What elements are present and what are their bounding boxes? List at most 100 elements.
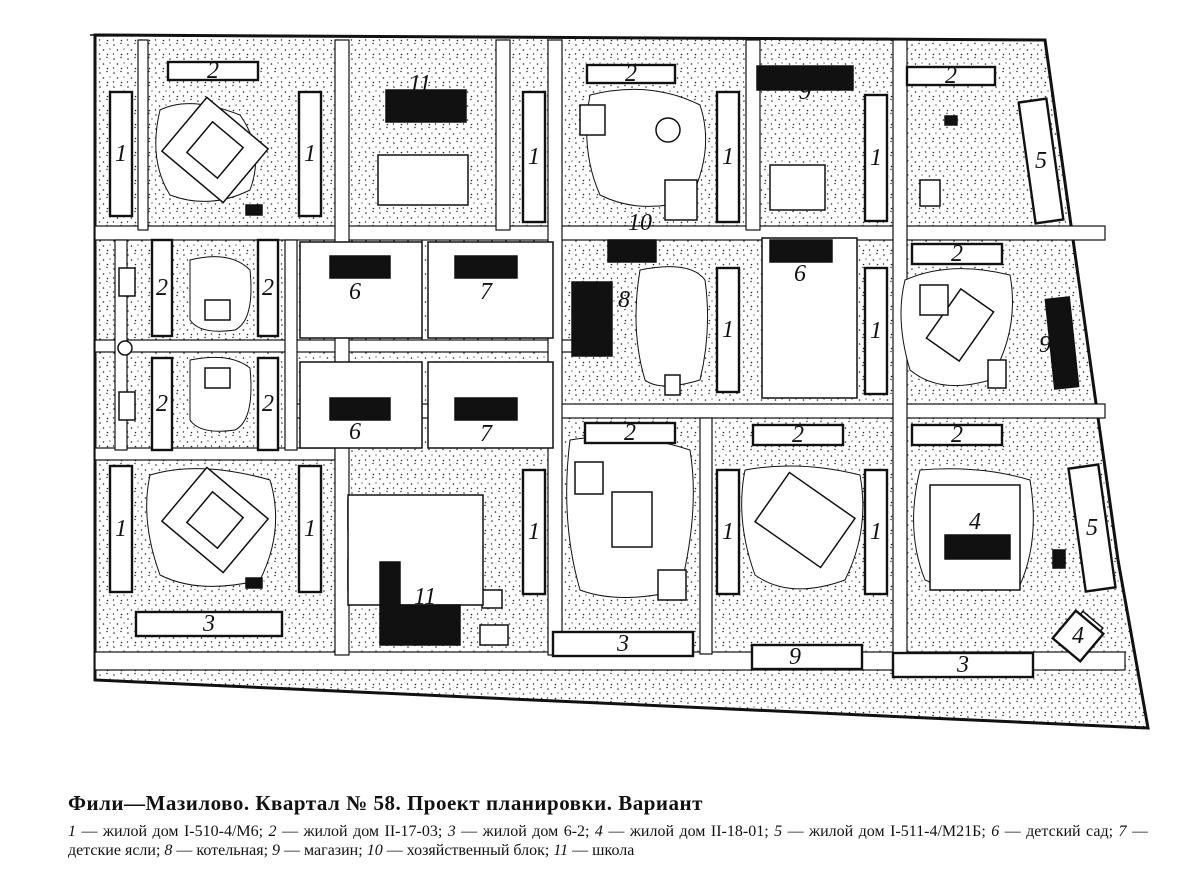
label-4: 4 [969, 509, 981, 535]
label-6: 6 [794, 261, 806, 287]
building-3b [551, 630, 695, 658]
building-1l [863, 468, 889, 596]
caption-legend: 1 — жилой дом I-510-4/М6; 2 — жилой дом … [68, 822, 1148, 860]
building-4a [944, 534, 1011, 560]
building-5b [1067, 463, 1117, 593]
label-2: 2 [207, 58, 219, 84]
legend-number: 6 [991, 823, 1000, 840]
legend-number: 2 [268, 823, 277, 840]
legend-entry: 1 — жилой дом I-510-4/М6; [68, 823, 269, 840]
label-2: 2 [951, 422, 963, 448]
label-6: 6 [349, 419, 361, 445]
label-7: 7 [480, 421, 493, 447]
legend-number: 3 [447, 823, 456, 840]
legend-text: — хозяйственный блок; [382, 842, 554, 859]
label-1: 1 [115, 516, 127, 542]
label-1: 1 [722, 519, 734, 545]
building-9a [756, 65, 854, 91]
label-3: 3 [616, 631, 629, 657]
legend-text: — жилой дом 6-2; [455, 823, 595, 840]
label-9: 9 [799, 79, 811, 105]
building-2k [910, 423, 1004, 447]
label-2: 2 [156, 391, 168, 417]
label-8: 8 [618, 287, 630, 313]
building-2f [150, 356, 174, 452]
site-plan-drawing: 1 1 1 1 1 1 1 1 1 1 1 1 2 2 2 2 2 2 2 2 … [89, 33, 1150, 730]
building-6c [329, 397, 391, 421]
label-9: 9 [1039, 332, 1051, 358]
building-2d [150, 238, 174, 338]
label-1: 1 [528, 519, 540, 545]
legend-entry: 8 — котельная; [164, 842, 272, 859]
label-10: 10 [628, 210, 652, 236]
label-2: 2 [945, 63, 957, 89]
site-plan: 1 1 1 1 1 1 1 1 1 1 1 1 2 2 2 2 2 2 2 2 … [89, 33, 1150, 730]
label-1: 1 [722, 144, 734, 170]
label-3: 3 [202, 611, 215, 637]
legend-entry: 9 — магазин; [272, 842, 367, 859]
building-1g [863, 266, 889, 396]
label-2: 2 [792, 422, 804, 448]
label-3: 3 [956, 652, 969, 678]
label-6: 6 [349, 279, 361, 305]
building-2b [585, 63, 677, 85]
legend-entry: 2 — жилой дом II-17-03; [269, 823, 448, 840]
label-1: 1 [528, 144, 540, 170]
building-7a [454, 255, 518, 279]
label-2: 2 [262, 275, 274, 301]
building-1c [521, 90, 547, 224]
label-11: 11 [409, 71, 431, 97]
building-4b [1050, 608, 1106, 664]
building-11a [385, 89, 467, 123]
building-9c [1044, 296, 1080, 390]
building-8 [571, 281, 613, 357]
legend-number: 11 [553, 842, 569, 859]
legend-text: — жилой дом I-510-4/М6; [76, 823, 269, 840]
building-1i [297, 464, 323, 594]
legend-number: 8 [164, 842, 173, 859]
building-2h [910, 242, 1004, 266]
residential-buildings [108, 60, 1117, 679]
legend-entry: 3 — жилой дом 6-2; [448, 823, 595, 840]
building-3c [891, 651, 1035, 679]
building-2e [256, 238, 280, 338]
legend-entry: 7 — детские ясли; [68, 823, 1148, 859]
label-1: 1 [304, 516, 316, 542]
legend-number: 10 [366, 842, 383, 859]
label-2: 2 [262, 391, 274, 417]
label-7: 7 [480, 279, 493, 305]
legend-number: 4 [594, 823, 603, 840]
building-1d [715, 90, 741, 224]
public-buildings [245, 65, 1080, 646]
label-1: 1 [870, 318, 882, 344]
label-1: 1 [304, 141, 316, 167]
label-2: 2 [156, 275, 168, 301]
building-11b [379, 561, 461, 646]
label-11: 11 [414, 584, 436, 610]
building-2a [166, 60, 260, 82]
label-5: 5 [1086, 515, 1098, 541]
label-9: 9 [789, 644, 801, 670]
legend-number: 5 [774, 823, 783, 840]
building-2c [905, 65, 997, 87]
building-3a [134, 610, 284, 638]
legend-number: 7 [1118, 823, 1127, 840]
building-6a [329, 255, 391, 279]
label-1: 1 [870, 145, 882, 171]
building-7b [454, 397, 518, 421]
label-2: 2 [951, 241, 963, 267]
building-1j [521, 468, 547, 596]
legend-text: — жилой дом II-17-03; [276, 823, 448, 840]
legend-entry: 11 — школа [553, 842, 634, 859]
building-2j [751, 423, 845, 447]
legend-text: — жилой дом II-18-01; [602, 823, 775, 840]
legend-number: 9 [272, 842, 281, 859]
legend-entry: 5 — жилой дом I-511-4/М21Б; [774, 823, 991, 840]
label-4: 4 [1072, 623, 1084, 649]
building-1a [108, 90, 134, 218]
building-5a [1017, 97, 1065, 225]
figure-caption: Фили—Мазилово. Квартал № 58. Проект план… [68, 790, 1148, 860]
legend-text: — школа [568, 842, 635, 859]
building-1b [297, 90, 323, 218]
building-1h [108, 464, 134, 594]
